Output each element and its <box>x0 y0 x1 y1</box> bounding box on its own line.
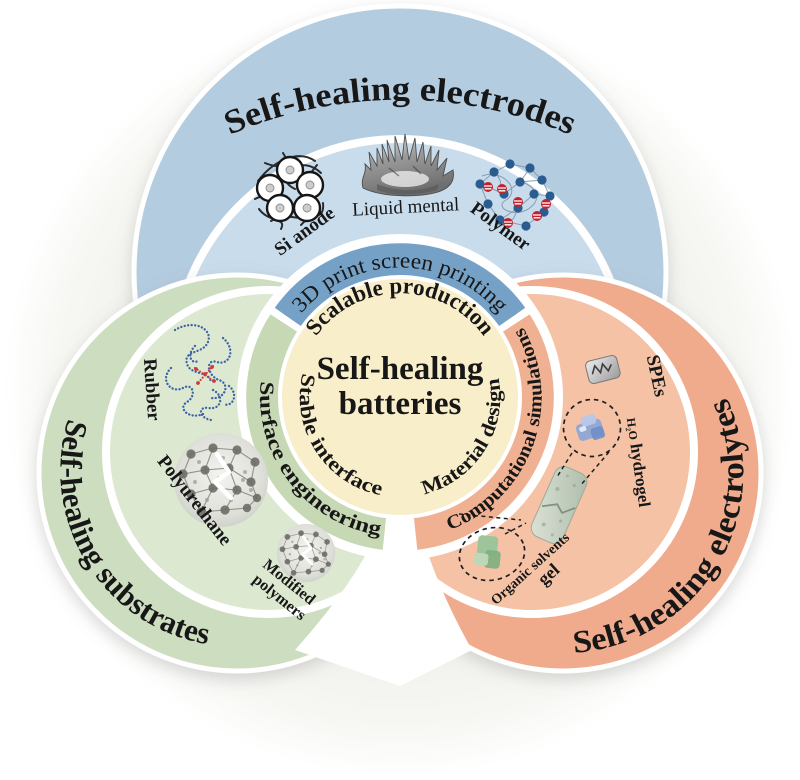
spes-chip-icon <box>585 355 621 384</box>
hub-title-line2: batteries <box>339 386 462 422</box>
label-rubber: Rubber <box>139 358 164 422</box>
polymer-network-icon <box>475 159 555 231</box>
hydrogel-chunk-icon <box>575 414 606 441</box>
hydrogel-dashed-circle <box>562 398 622 458</box>
dashed-connectors <box>458 451 610 535</box>
hub-title: Self-healing batteries <box>317 351 484 422</box>
hub-circle <box>278 275 522 519</box>
gel-slab-icon <box>530 466 588 544</box>
organic-gel-dashed-circle <box>458 526 526 582</box>
liquid-metal-icon <box>361 133 454 197</box>
si-anode-icon <box>254 152 325 230</box>
bottom-white-wedge <box>295 455 472 686</box>
organic-gel-chunk-icon <box>473 535 501 569</box>
hub-title-line1: Self-healing <box>317 351 484 387</box>
rubber-chains-icon <box>164 324 236 422</box>
